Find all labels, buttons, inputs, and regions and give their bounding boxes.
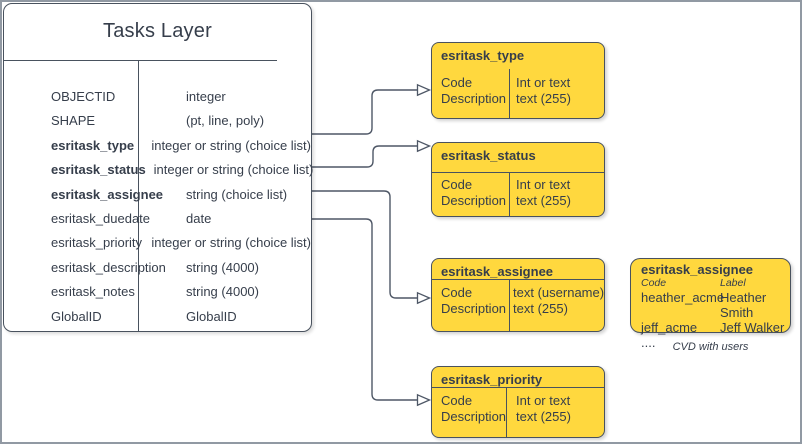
field-name: esritask_duedate [51,210,151,226]
field-list: OBJECTID integer SHAPE (pt, line, poly) … [4,61,314,331]
entity-esritask-assignee-cvd: esritask_assignee Code Label heather_acm… [630,258,791,350]
column-divider [509,172,510,216]
field-name: esritask_notes [51,284,135,300]
domain-cell: text (255) [513,300,568,316]
cvd-title: esritask_assignee [641,262,754,277]
field-name: GlobalID [51,308,102,324]
field-type: integer or string (choice list) [153,162,314,178]
cvd-caption: CVD with users [672,341,749,353]
cvd-cell: Heather Smith [720,290,767,320]
domain-cell: Description [441,90,507,106]
arrowhead-esritask-type [416,83,432,97]
field-row: OBJECTID integer [44,85,311,109]
field-row: esritask_priority integer or string (cho… [44,231,311,255]
domain-cell: Code [441,285,473,300]
domain-cell: Code [441,177,473,192]
field-name: SHAPE [51,113,96,129]
cvd-cell: jeff_acme [641,320,698,335]
title-divider [432,172,604,173]
domain-cell: Description [441,300,507,316]
domain-cell: text (255) [516,192,571,208]
connector-esritask-type [312,89,418,135]
domain-body: Code Description Int or text text (255) [432,177,604,208]
connector-esritask-assignee [312,190,418,299]
title-divider [432,387,604,388]
column-divider [509,279,510,331]
domain-title: esritask_assignee [441,264,554,279]
entity-esritask-status-domain: esritask_status Code Description Int or … [431,142,605,217]
field-name: esritask_priority [51,235,143,251]
arrowhead-esritask-status [416,139,432,153]
field-type: integer [186,89,226,104]
domain-cell: text (username) [513,285,605,300]
field-type: (pt, line, poly) [186,113,265,129]
field-row: esritask_duedate date [44,207,311,231]
field-name: esritask_type [51,137,135,153]
field-row: esritask_type integer or string (choice … [44,134,311,158]
domain-cell: Description [441,192,507,208]
field-type: string (4000) [186,284,259,300]
domain-title: esritask_status [441,148,536,163]
cvd-column-header: Code [641,277,667,289]
field-name: esritask_description [51,259,166,275]
field-type: date [186,210,212,226]
field-row: esritask_description string (4000) [44,256,311,280]
entity-tasks-layer: Tasks Layer OBJECTID integer SHAPE (pt, … [3,3,314,332]
title-divider [4,60,277,61]
field-row: esritask_assignee string (choice list) [44,183,311,207]
column-divider [138,60,139,331]
cvd-cell: Jeff Walker [720,320,785,335]
column-divider [509,69,510,118]
domain-cell: Int or text [516,75,571,90]
field-name: esritask_status [51,162,146,178]
cvd-cell: heather_acme [641,290,725,305]
field-type: string (choice list) [186,186,288,202]
domain-cell: Int or text [516,393,571,408]
cvd-table: Code Label heather_acme Heather Smith je… [641,277,790,350]
entity-title: Tasks Layer [103,20,212,42]
domain-cell: Code [441,393,473,408]
domain-cell: Int or text [516,177,571,192]
field-row: esritask_status integer or string (choic… [44,158,314,182]
domain-body: Code Description Int or text text (255) [432,393,604,424]
field-type: integer or string (choice list) [151,137,311,153]
connector-esritask-status [312,145,418,168]
arrowhead-esritask-priority [416,393,432,407]
field-type: GlobalID [186,308,237,324]
domain-cell: Description [441,408,507,424]
domain-body: Code Description Int or text text (255) [432,75,604,106]
field-row: GlobalID GlobalID [44,305,311,329]
field-type: string (4000) [186,259,259,275]
cvd-cell: .... [641,335,656,350]
field-name: OBJECTID [51,89,116,104]
domain-cell: text (255) [516,90,571,106]
domain-title: esritask_priority [441,372,543,387]
field-row: esritask_notes string (4000) [44,280,311,304]
domain-title: esritask_type [441,48,525,63]
entity-esritask-type-domain: esritask_type Code Description Int or te… [431,42,605,119]
title-divider [432,279,604,280]
field-row: SHAPE (pt, line, poly) [44,109,311,133]
domain-body: Code Description text (username) text (2… [432,285,604,316]
domain-cell: text (255) [516,408,571,424]
entity-esritask-assignee-domain: esritask_assignee Code Description text … [431,258,605,332]
field-type: integer or string (choice list) [151,235,311,251]
domain-cell: Code [441,75,473,90]
entity-esritask-priority-domain: esritask_priority Code Description Int o… [431,366,605,438]
column-divider [506,387,507,437]
connector-esritask-priority [312,218,418,401]
cvd-column-header: Label [720,277,746,289]
arrowhead-esritask-assignee [416,291,432,305]
field-name: esritask_assignee [51,186,164,202]
